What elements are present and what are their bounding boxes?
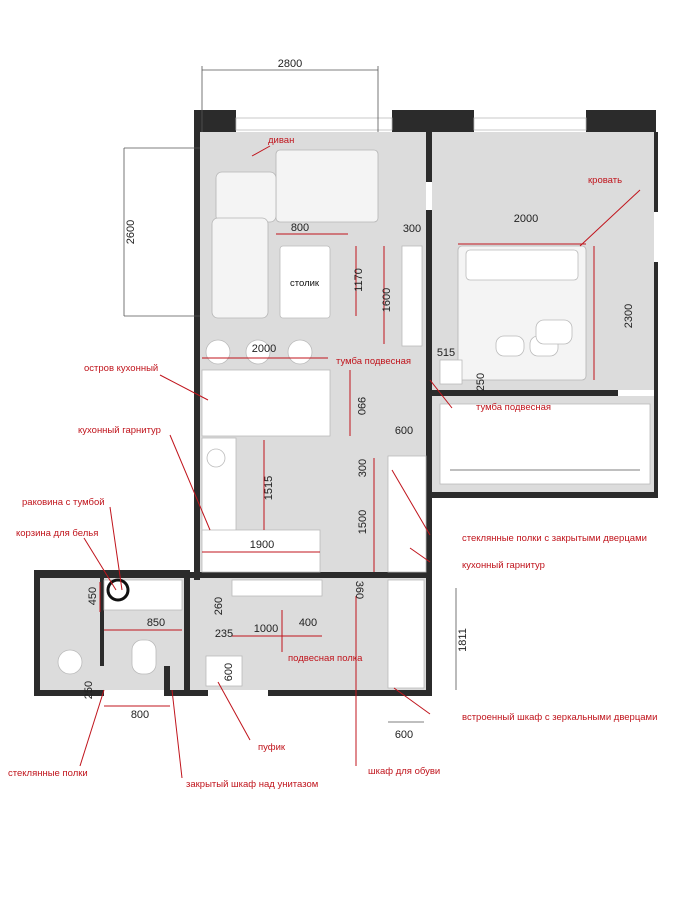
hanging-shelf xyxy=(231,579,323,597)
wall-top-right xyxy=(586,110,656,132)
wall-right-bottom xyxy=(654,262,658,498)
wall-bath-bottom-left xyxy=(34,690,104,696)
dim-cabinet-1500: 1500 xyxy=(357,510,369,534)
label-toilet-cabinet: закрытый шкаф над унитазом xyxy=(186,779,318,790)
label-laundry: корзина для белья xyxy=(16,528,98,539)
sink-bowl xyxy=(206,448,226,468)
hall-bath-furniture xyxy=(57,578,425,689)
dimension-lines xyxy=(99,66,595,723)
wall-hall-bottom xyxy=(268,690,432,696)
dim-bath-250: 250 xyxy=(83,681,95,699)
label-kitchen-set-left: кухонный гарнитур xyxy=(78,425,161,436)
wall-bath-inner xyxy=(100,578,104,666)
wall-bath-right xyxy=(184,570,190,696)
chair-1 xyxy=(205,339,231,365)
label-bed: кровать xyxy=(588,175,622,186)
dim-sofa-gap: 800 xyxy=(291,222,309,234)
label-sofa: диван xyxy=(268,135,294,146)
wall-partition xyxy=(426,210,432,578)
dim-bed-width: 2000 xyxy=(514,213,538,225)
dim-cabinet-300: 300 xyxy=(357,459,369,477)
walls xyxy=(34,110,658,696)
dim-bath-800: 800 xyxy=(131,709,149,721)
dim-bedside-515: 515 xyxy=(437,347,455,359)
dim-bed-length: 2300 xyxy=(623,304,635,328)
dim-bath-850: 850 xyxy=(147,617,165,629)
shower-drain xyxy=(57,649,83,675)
wall-right-top xyxy=(654,132,658,212)
sofa-corner xyxy=(215,171,277,223)
window-living xyxy=(235,117,393,131)
label-glass-shelves: стеклянные полки xyxy=(8,768,88,779)
wall-top-mid xyxy=(392,110,474,132)
coffee-table xyxy=(279,245,331,319)
label-pouf: пуфик xyxy=(258,742,286,753)
dim-island-depth: 990 xyxy=(355,397,367,415)
dim-hall-360: 360 xyxy=(353,581,365,599)
laundry-basket xyxy=(106,578,130,602)
living-furniture xyxy=(201,149,427,573)
dim-sofa-side: 300 xyxy=(403,223,421,235)
dim-hall-400: 400 xyxy=(299,617,317,629)
dim-kitchen-run: 1515 xyxy=(263,476,275,500)
dim-hall-1000: 1000 xyxy=(254,623,278,635)
wall-bedroom-closet xyxy=(432,390,618,396)
leader-lines xyxy=(79,145,641,779)
pouf xyxy=(205,655,243,687)
dim-bath-260: 260 xyxy=(213,597,225,615)
dim-wardrobe-600: 600 xyxy=(395,729,413,741)
dimension-labels: 2800 2600 800 300 1170 1600 2000 990 600… xyxy=(83,58,635,741)
bed-blanket-top xyxy=(465,249,579,281)
label-kitchen-set-right: кухонный гарнитур xyxy=(462,560,545,571)
hanging-cabinet-living xyxy=(401,245,423,347)
dim-top-width: 2800 xyxy=(278,58,302,70)
dim-bath-235: 235 xyxy=(215,628,233,640)
kitchen-counter-bottom xyxy=(201,529,321,573)
wardrobe-shelves xyxy=(439,403,651,485)
dim-pendant-height: 1600 xyxy=(381,288,393,312)
label-sink: раковина с тумбой xyxy=(22,497,105,508)
sofa-back xyxy=(275,149,379,223)
chair-3 xyxy=(287,339,313,365)
wall-hall-right xyxy=(426,578,432,696)
label-table: столик xyxy=(290,278,320,289)
bedside-left xyxy=(439,359,463,385)
mirror-wardrobe xyxy=(387,579,425,689)
window-bedroom xyxy=(473,117,587,131)
pillow-3 xyxy=(535,319,573,345)
wall-left-living xyxy=(194,110,200,580)
wall-kitchen-hall xyxy=(190,572,432,578)
wall-closet-bottom xyxy=(432,492,658,498)
dim-bath-450: 450 xyxy=(87,587,99,605)
label-hanging-cabinet-2: тумба подвесная xyxy=(476,402,551,413)
bedroom-furniture xyxy=(439,245,651,485)
toilet xyxy=(131,639,157,675)
kitchen-cabinet-right xyxy=(387,455,427,573)
label-shoe-cabinet: шкаф для обуви xyxy=(368,766,440,777)
sofa-side xyxy=(211,217,269,319)
kitchen-island xyxy=(201,369,331,437)
dim-living-height: 2600 xyxy=(125,220,137,244)
wall-toilet-niche xyxy=(164,666,170,696)
label-hanging-cabinet-1: тумба подвесная xyxy=(336,356,411,367)
label-hanging-shelf: подвесная полка xyxy=(288,653,363,664)
dim-bedside-250: 250 xyxy=(475,373,487,391)
label-island: остров кухонный xyxy=(84,363,158,374)
dim-hall-height: 1811 xyxy=(457,628,469,652)
label-glass-shelves-closed: стеклянные полки с закрытыми дверцами xyxy=(462,533,647,544)
dim-table-height: 1170 xyxy=(353,268,365,292)
wall-bath-left xyxy=(34,570,40,696)
wall-partition-top xyxy=(426,132,432,182)
dim-bath-600: 600 xyxy=(223,663,235,681)
dim-island-width: 2000 xyxy=(252,343,276,355)
label-mirror-wardrobe: встроенный шкаф с зеркальными дверцами xyxy=(462,712,657,723)
dim-kitchen-depth: 600 xyxy=(395,425,413,437)
wall-top-left xyxy=(196,110,236,132)
room-labels: диван кровать столик тумба подвесная тум… xyxy=(8,135,657,790)
wall-bath-top xyxy=(34,570,186,578)
dim-kitchen-bottom: 1900 xyxy=(250,539,274,551)
pillow-1 xyxy=(495,335,525,357)
